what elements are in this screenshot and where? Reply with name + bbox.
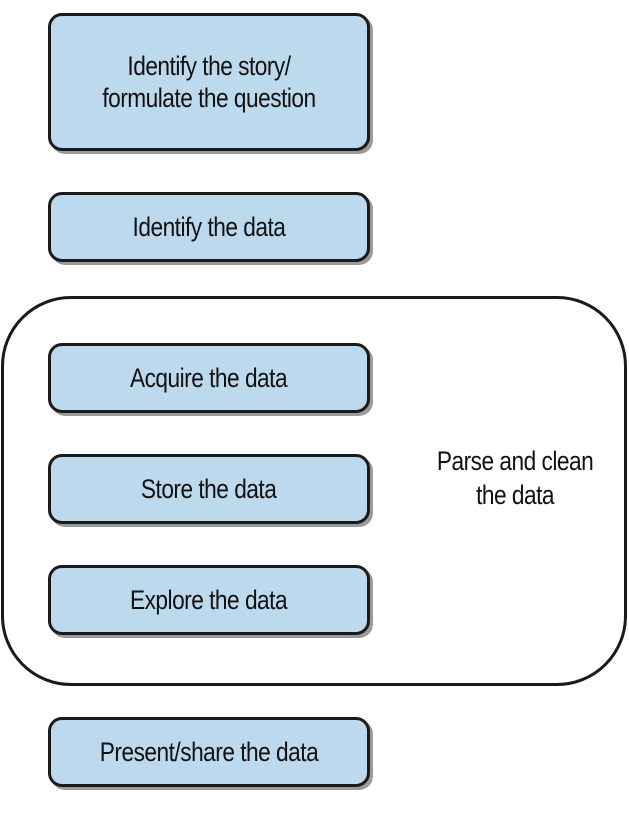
step-label: Store the data	[141, 473, 277, 504]
step-label: Present/share the data	[99, 736, 319, 767]
group-label: Parse and clean the data	[400, 445, 629, 513]
step-label: Acquire the data	[130, 362, 288, 393]
step-identify-story: Identify the story/ formulate the questi…	[48, 13, 370, 151]
step-present-share-data: Present/share the data	[48, 717, 370, 787]
step-store-data: Store the data	[48, 454, 370, 524]
step-acquire-data: Acquire the data	[48, 343, 370, 413]
step-label: Identify the data	[132, 211, 286, 242]
step-identify-data: Identify the data	[48, 192, 370, 262]
group-label-text: Parse and clean the data	[436, 446, 594, 510]
step-explore-data: Explore the data	[48, 565, 370, 635]
parse-and-clean-group	[1, 296, 627, 686]
step-label: Explore the data	[130, 584, 288, 615]
step-label: Identify the story/ formulate the questi…	[102, 50, 316, 113]
